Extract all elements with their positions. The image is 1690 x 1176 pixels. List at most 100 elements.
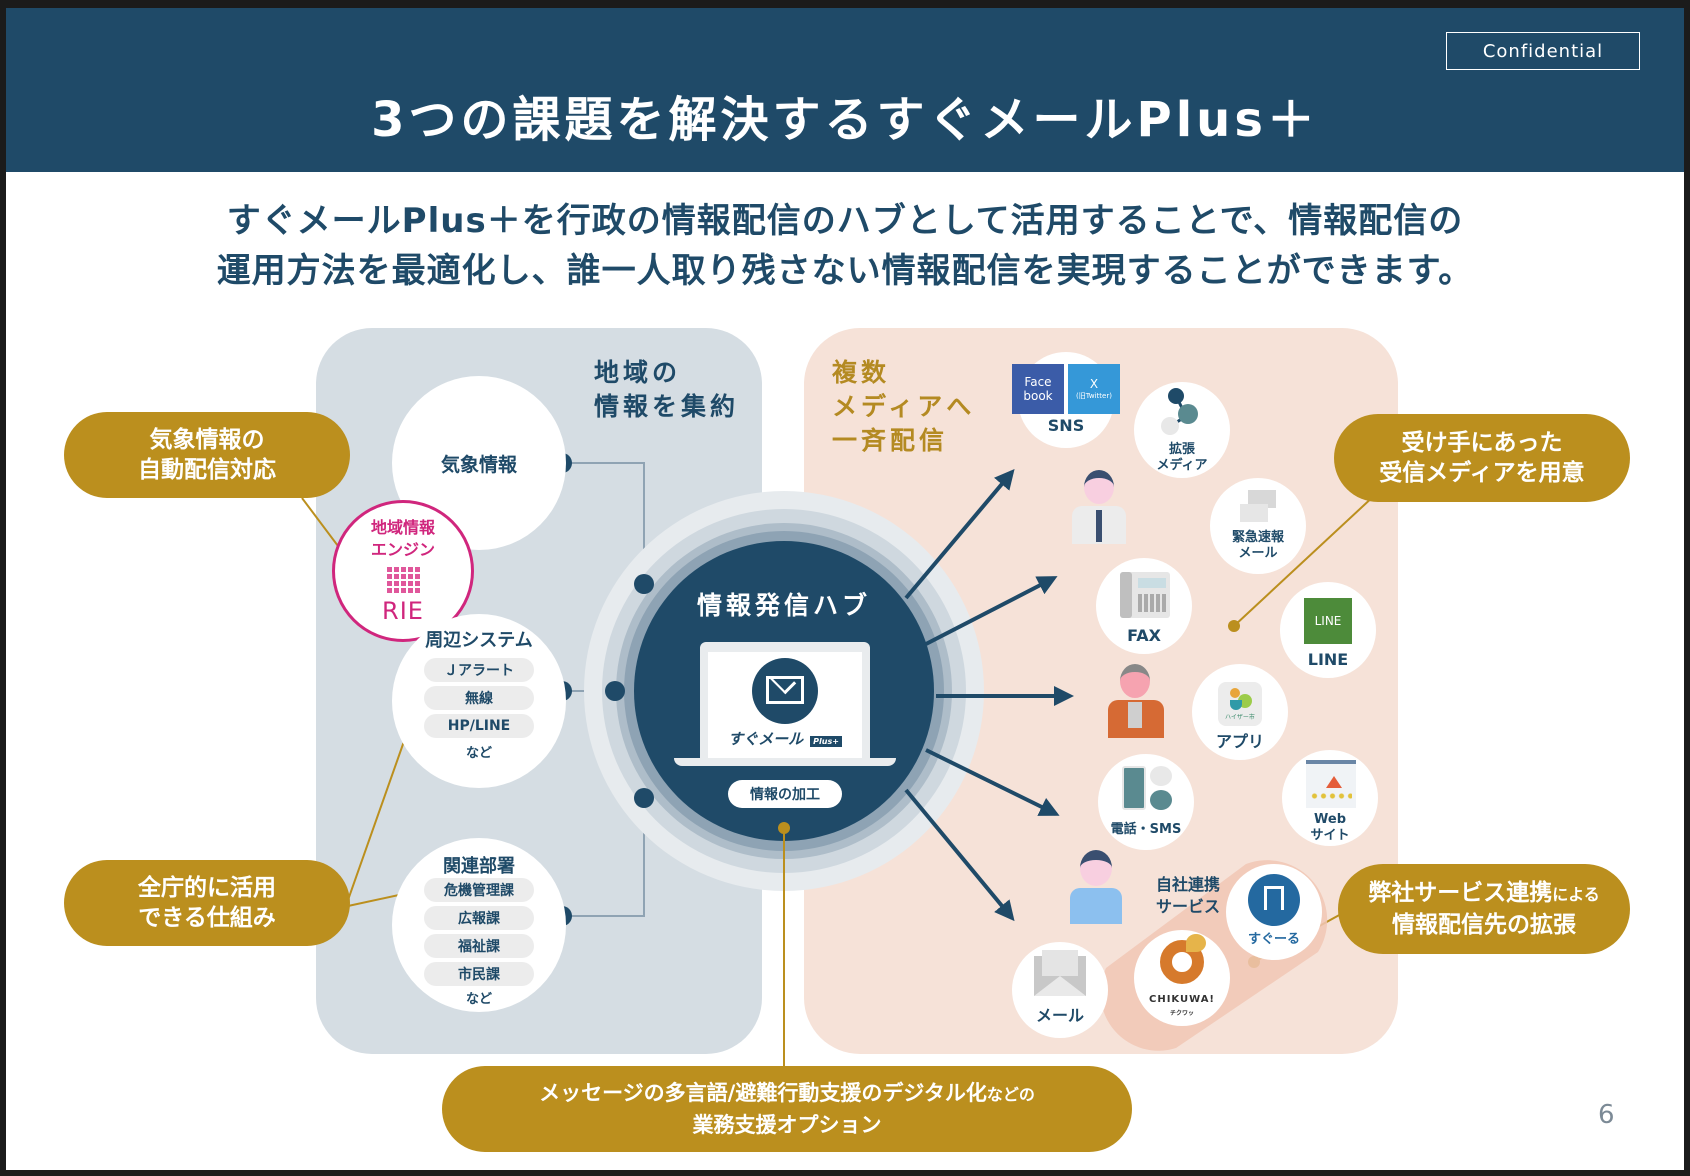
left-title-line-2: 情報を集約 xyxy=(594,392,740,421)
web-line-1: Web xyxy=(1314,812,1346,827)
callout-org-line-2: できる仕組み xyxy=(138,905,276,931)
service-suguru: すぐーる xyxy=(1226,864,1322,960)
person-man-icon xyxy=(1070,470,1128,544)
callout-service-link: 弊社サービス連携による 情報配信先の拡張 xyxy=(1338,864,1630,954)
mail-logo-icon xyxy=(752,658,818,724)
left-title-line-1: 地域の xyxy=(594,358,682,387)
slide-title: 3つの課題を解決するすぐメールPlus＋ xyxy=(371,92,1319,148)
envelope-icon xyxy=(1034,950,1086,996)
sns-label: SNS xyxy=(1047,416,1085,435)
media-fax: FAX xyxy=(1096,558,1192,654)
leader-dot-options xyxy=(778,822,790,834)
callout-options: メッセージの多言語/避難行動支援のデジタル化などの 業務支援オプション xyxy=(442,1066,1132,1152)
rie-title-line-2: エンジン xyxy=(370,540,435,559)
website-icon xyxy=(1306,760,1356,808)
systems-node: 周辺システム Ｊアラート 無線 HP/LINE など xyxy=(392,614,566,788)
person-woman-blue-icon xyxy=(1068,850,1124,924)
arrow-sns xyxy=(904,468,1015,600)
web-line-2: サイト xyxy=(1310,828,1350,843)
facebook-text-2: book xyxy=(1023,389,1053,403)
lead-line-1: すぐメールPlus＋を行政の情報配信のハブとして活用することで、情報配信の xyxy=(226,201,1464,241)
media-phone-sms: 電話・SMS xyxy=(1098,754,1194,850)
callout-receiver-line-2: 受信メディアを用意 xyxy=(1379,460,1585,486)
ext-media-line-1: 拡張 xyxy=(1168,442,1195,457)
app-label: アプリ xyxy=(1215,732,1264,751)
callout-service-line-1-small: による xyxy=(1552,885,1600,904)
x-text-1: X xyxy=(1089,377,1099,391)
dot-weather-hub xyxy=(634,574,654,594)
chat-bubble-icon xyxy=(1150,766,1172,786)
arrow-mail xyxy=(904,788,1015,922)
phone-icon xyxy=(1122,766,1146,810)
service-chikuwa: CHIKUWA! チクワッ xyxy=(1134,930,1230,1026)
arrow-phone xyxy=(925,748,1060,816)
callout-weather-line-2: 自動配信対応 xyxy=(138,457,276,483)
slide: Confidential 3つの課題を解決するすぐメールPlus＋ すぐメールP… xyxy=(6,8,1684,1170)
systems-item: 無線 xyxy=(424,686,534,710)
ext-media-line-2: メディア xyxy=(1156,458,1208,473)
hub-logo: すぐメール Plus+ xyxy=(700,728,870,749)
systems-item: Ｊアラート xyxy=(424,658,534,682)
department-item: 市民課 xyxy=(424,962,534,986)
departments-etc: など xyxy=(465,992,492,1007)
hub-logo-text: すぐメール xyxy=(728,730,804,748)
hub-tag: 情報の加工 xyxy=(728,780,842,808)
app-icon: ハイザー市 xyxy=(1218,682,1262,726)
right-title-line-3: 一斉配信 xyxy=(832,426,949,455)
rie-grid-icon xyxy=(387,565,421,595)
callout-weather-auto: 気象情報の 自動配信対応 xyxy=(64,412,350,498)
own-services-line-1: 自社連携 xyxy=(1155,875,1220,894)
facebook-text-1: Face xyxy=(1024,375,1052,389)
confidential-label: Confidential xyxy=(1446,32,1640,70)
systems-item: HP/LINE xyxy=(424,714,534,738)
callout-options-line-1: メッセージの多言語/避難行動支援のデジタル化 xyxy=(539,1081,987,1105)
department-item: 危機管理課 xyxy=(424,878,534,902)
mail-label: メール xyxy=(1035,1006,1084,1025)
leader-dot-receiver xyxy=(1228,620,1240,632)
emergency-mail-line-2: メール xyxy=(1238,546,1278,561)
emergency-mail-line-1: 緊急速報 xyxy=(1231,530,1284,545)
facebook-icon: Face book xyxy=(1012,364,1064,414)
media-line: LINE LINE xyxy=(1280,582,1376,678)
dot-departments-hub xyxy=(634,788,654,808)
laptop-icon: すぐメール Plus+ xyxy=(700,642,870,758)
systems-title: 周辺システム xyxy=(425,630,533,651)
own-services-label: 自社連携 サービス xyxy=(1140,874,1236,918)
laptop-base xyxy=(674,758,896,766)
department-item: 福祉課 xyxy=(424,934,534,958)
x-text-2: (旧Twitter) xyxy=(1076,392,1112,400)
lead-text: すぐメールPlus＋を行政の情報配信のハブとして活用することで、情報配信の 運用… xyxy=(6,196,1684,296)
connector-departments xyxy=(562,798,645,917)
arrow-fax xyxy=(925,576,1058,646)
callout-options-line-1-small: などの xyxy=(986,1085,1035,1104)
x-twitter-icon: X (旧Twitter) xyxy=(1068,364,1120,414)
page-number: 6 xyxy=(1598,1100,1615,1130)
app-icon-text: ハイザー市 xyxy=(1225,714,1255,721)
right-panel-title: 複数 メディアへ 一斉配信 xyxy=(832,356,975,458)
dot-systems-hub xyxy=(605,681,625,701)
phone-sms-label: 電話・SMS xyxy=(1110,822,1182,837)
fax-label: FAX xyxy=(1127,626,1161,645)
department-item: 広報課 xyxy=(424,906,534,930)
left-panel-title: 地域の 情報を集約 xyxy=(594,356,739,424)
chikuwa-leaf-icon xyxy=(1186,934,1206,952)
callout-org-wide: 全庁的に活用 できる仕組み xyxy=(64,860,350,946)
person-woman-orange-icon xyxy=(1106,664,1166,738)
fax-icon xyxy=(1120,572,1170,618)
header-bar: Confidential 3つの課題を解決するすぐメールPlus＋ xyxy=(6,8,1684,172)
departments-title: 関連部署 xyxy=(443,856,515,877)
media-app: ハイザー市 アプリ xyxy=(1192,664,1288,760)
callout-options-line-2: 業務支援オプション xyxy=(692,1113,882,1137)
emergency-mail-icon xyxy=(1240,490,1276,524)
callout-service-line-1: 弊社サービス連携 xyxy=(1368,880,1553,906)
rie-logo: RIE xyxy=(382,597,424,625)
hub-title: 情報発信ハブ xyxy=(696,591,871,620)
leader-receiver xyxy=(1233,493,1377,627)
callout-service-line-2: 情報配信先の拡張 xyxy=(1392,912,1576,938)
right-title-line-1: 複数 xyxy=(832,358,891,387)
own-services-line-2: サービス xyxy=(1155,897,1220,916)
line-label: LINE xyxy=(1307,650,1349,669)
connector-weather xyxy=(562,462,645,584)
weather-label: 気象情報 xyxy=(440,454,517,476)
lead-line-2: 運用方法を最適化し、誰一人取り残さない情報配信を実現することができます。 xyxy=(216,251,1474,291)
